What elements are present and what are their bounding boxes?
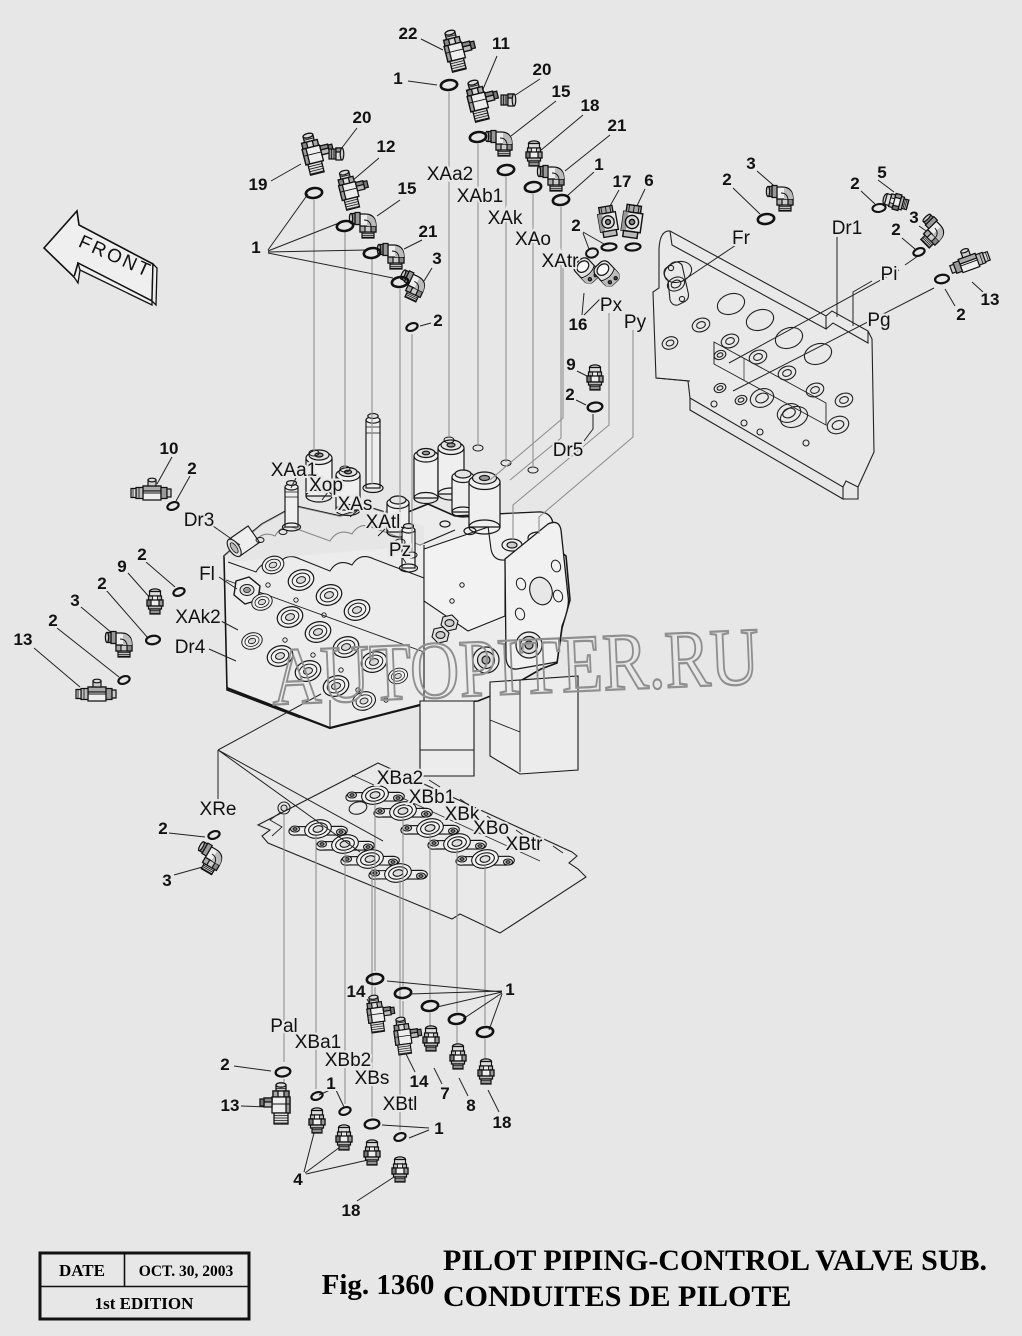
svg-text:Dr3: Dr3 xyxy=(184,510,215,531)
svg-text:Pg: Pg xyxy=(867,310,890,331)
svg-text:XBtl: XBtl xyxy=(383,1094,418,1115)
svg-text:2: 2 xyxy=(571,216,580,235)
svg-text:18: 18 xyxy=(493,1113,512,1132)
svg-text:2: 2 xyxy=(187,459,196,478)
svg-text:OCT. 30, 2003: OCT. 30, 2003 xyxy=(139,1263,234,1280)
svg-text:3: 3 xyxy=(162,871,171,890)
svg-text:15: 15 xyxy=(398,179,417,198)
svg-text:1: 1 xyxy=(326,1074,335,1093)
svg-text:1: 1 xyxy=(434,1119,443,1138)
svg-text:XBa2: XBa2 xyxy=(377,768,423,789)
svg-text:XAk: XAk xyxy=(488,208,523,229)
svg-text:3: 3 xyxy=(746,154,755,173)
svg-text:20: 20 xyxy=(533,60,552,79)
svg-text:XBk: XBk xyxy=(445,804,480,825)
svg-text:Dr4: Dr4 xyxy=(175,637,206,658)
svg-text:3: 3 xyxy=(70,591,79,610)
svg-text:2: 2 xyxy=(220,1055,229,1074)
svg-text:1st EDITION: 1st EDITION xyxy=(95,1294,194,1313)
svg-text:2: 2 xyxy=(850,174,859,193)
svg-text:1: 1 xyxy=(594,155,603,174)
svg-text:Pi: Pi xyxy=(881,264,898,285)
svg-text:XBb2: XBb2 xyxy=(325,1050,371,1071)
svg-text:XRe: XRe xyxy=(200,799,237,820)
svg-text:9: 9 xyxy=(117,557,126,576)
svg-text:2: 2 xyxy=(137,545,146,564)
svg-text:6: 6 xyxy=(644,171,653,190)
svg-text:21: 21 xyxy=(608,116,627,135)
svg-text:XBa1: XBa1 xyxy=(295,1032,341,1053)
svg-text:2: 2 xyxy=(97,574,106,593)
svg-text:2: 2 xyxy=(48,611,57,630)
svg-text:11: 11 xyxy=(492,34,510,53)
svg-text:13: 13 xyxy=(14,630,33,649)
svg-text:16: 16 xyxy=(569,315,588,334)
svg-text:XAtl: XAtl xyxy=(366,512,401,533)
svg-text:XAb1: XAb1 xyxy=(457,186,503,207)
svg-text:1: 1 xyxy=(251,238,260,257)
svg-text:Xop: Xop xyxy=(309,475,343,496)
svg-text:14: 14 xyxy=(347,982,366,1001)
svg-text:Px: Px xyxy=(600,295,623,316)
svg-text:5: 5 xyxy=(877,163,886,182)
svg-text:DATE: DATE xyxy=(59,1261,105,1280)
svg-text:18: 18 xyxy=(342,1201,361,1220)
svg-text:2: 2 xyxy=(565,385,574,404)
svg-text:8: 8 xyxy=(466,1096,475,1115)
svg-text:Pz: Pz xyxy=(389,540,411,561)
svg-text:17: 17 xyxy=(613,172,632,191)
svg-text:Fr: Fr xyxy=(732,228,751,249)
svg-text:Dr1: Dr1 xyxy=(832,218,863,239)
svg-text:CONDUITES DE PILOTE: CONDUITES DE PILOTE xyxy=(443,1280,791,1313)
svg-text:Pal: Pal xyxy=(270,1016,297,1037)
svg-text:13: 13 xyxy=(981,290,1000,309)
svg-text:22: 22 xyxy=(399,24,418,43)
svg-text:9: 9 xyxy=(566,355,575,374)
svg-text:2: 2 xyxy=(722,170,731,189)
svg-text:Fl: Fl xyxy=(199,564,215,585)
svg-text:Py: Py xyxy=(624,312,647,333)
svg-text:3: 3 xyxy=(432,249,441,268)
svg-text:19: 19 xyxy=(249,175,268,194)
svg-text:4: 4 xyxy=(293,1170,303,1189)
svg-text:AUTOPITER.RU: AUTOPITER.RU xyxy=(270,610,762,722)
svg-text:2: 2 xyxy=(956,305,965,324)
svg-text:XBb1: XBb1 xyxy=(409,787,455,808)
svg-text:12: 12 xyxy=(377,137,396,156)
svg-text:1: 1 xyxy=(393,69,402,88)
svg-text:XAs: XAs xyxy=(338,494,373,515)
svg-text:13: 13 xyxy=(221,1096,240,1115)
svg-text:2: 2 xyxy=(158,819,167,838)
svg-text:XAa2: XAa2 xyxy=(427,164,473,185)
svg-text:10: 10 xyxy=(160,439,179,458)
svg-text:XAtr: XAtr xyxy=(542,251,580,272)
svg-text:XAk2: XAk2 xyxy=(175,607,220,628)
svg-text:Fig. 1360: Fig. 1360 xyxy=(322,1269,435,1301)
svg-text:21: 21 xyxy=(419,222,438,241)
svg-text:3: 3 xyxy=(909,208,918,227)
svg-text:XBo: XBo xyxy=(473,818,509,839)
svg-text:Dr5: Dr5 xyxy=(553,440,584,461)
svg-text:PILOT PIPING-CONTROL VALVE SUB: PILOT PIPING-CONTROL VALVE SUB. xyxy=(443,1244,987,1277)
svg-text:1: 1 xyxy=(505,980,514,999)
svg-text:XBtr: XBtr xyxy=(506,834,544,855)
svg-text:7: 7 xyxy=(440,1084,449,1103)
svg-text:2: 2 xyxy=(433,311,442,330)
svg-text:XAo: XAo xyxy=(515,229,551,250)
svg-text:20: 20 xyxy=(353,108,372,127)
svg-text:14: 14 xyxy=(410,1072,429,1091)
svg-text:XAa1: XAa1 xyxy=(271,460,317,481)
svg-text:2: 2 xyxy=(891,220,900,239)
svg-text:18: 18 xyxy=(581,96,600,115)
svg-text:XBs: XBs xyxy=(355,1068,390,1089)
svg-text:15: 15 xyxy=(552,82,571,101)
